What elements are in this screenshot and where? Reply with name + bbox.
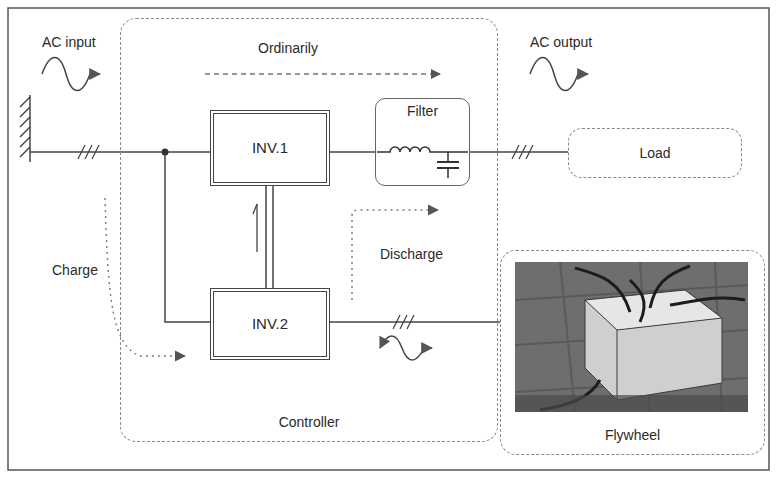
terminal-label: AC output <box>528 34 594 51</box>
node-text: INV.1 <box>252 139 288 157</box>
node-text: Flywheel <box>605 427 660 444</box>
flow-arrow <box>105 198 185 356</box>
flywheel-photo <box>515 262 748 412</box>
filter-box: Filter <box>375 98 470 186</box>
wire-line <box>330 321 500 323</box>
controller-region: Controller INV.1 FilterINV.2 <box>120 18 498 442</box>
wire-connector <box>330 322 500 323</box>
node-text: Filter <box>407 103 438 120</box>
outer-frame <box>8 8 769 470</box>
wire-line <box>330 151 375 153</box>
flow-label: Ordinarily <box>256 40 320 57</box>
flow-arrow <box>205 73 440 74</box>
wire-connector <box>330 152 375 153</box>
inverter-box: INV.1 <box>210 110 330 186</box>
sine-wave-symbol <box>530 58 588 91</box>
wire-connector <box>470 152 568 153</box>
terminal-label: AC input <box>40 34 98 51</box>
node-text: INV.2 <box>252 315 288 333</box>
flow-label: Charge <box>50 262 100 279</box>
wire-line <box>265 186 267 288</box>
wire-line <box>272 186 274 288</box>
flow-label: Discharge <box>378 246 445 263</box>
inverter-box: INV.2 <box>210 288 330 360</box>
dc-link-arrow <box>253 204 257 252</box>
filter-symbol <box>377 147 468 178</box>
three-phase-ticks <box>78 145 99 159</box>
node-text: Load <box>639 145 670 162</box>
wire-line <box>470 151 568 153</box>
flywheel-region: Flywheel <box>500 250 765 455</box>
sine-wave-symbol <box>380 336 432 360</box>
ground-symbol <box>20 95 30 162</box>
load-box: Load <box>568 128 742 178</box>
junction-dot <box>162 149 169 156</box>
node-text: Controller <box>279 414 340 431</box>
wire-connector <box>266 186 273 288</box>
sine-wave-symbol <box>42 58 100 91</box>
